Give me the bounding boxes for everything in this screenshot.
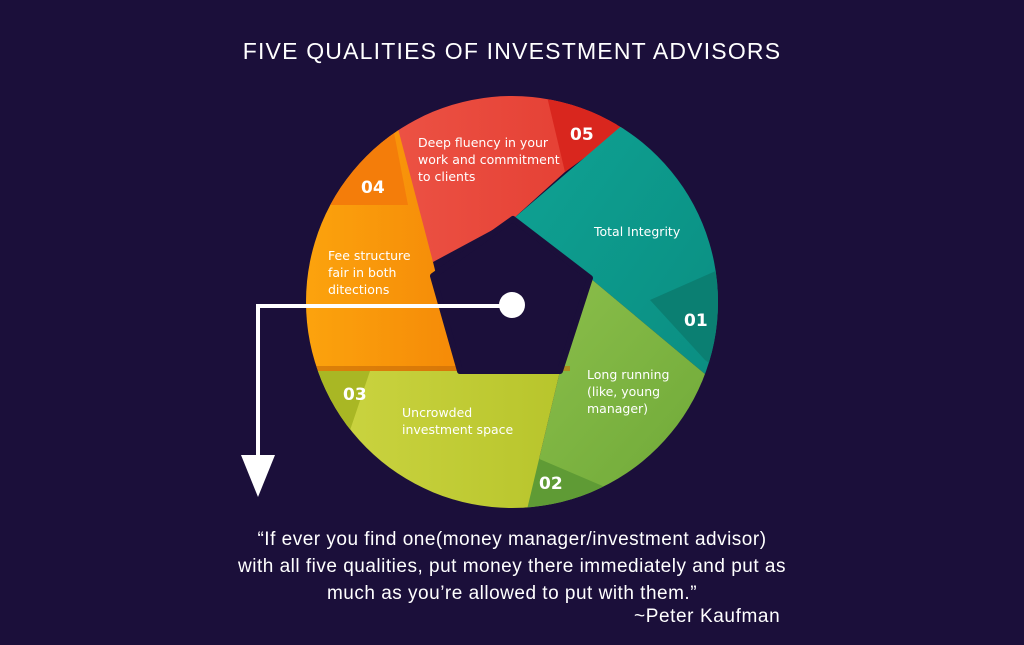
connector-line: [256, 304, 512, 462]
segment-05-label: Deep fluency in your work and commitment…: [418, 135, 564, 184]
quote-line: “If ever you find one(money manager/inve…: [257, 529, 767, 550]
quote-line: with all five qualities, put money there…: [238, 556, 786, 577]
quote-line: much as you’re allowed to put with them.…: [326, 583, 698, 604]
quote-text: “If ever you find one(money manager/inve…: [0, 526, 1024, 607]
segment-05-number: 05: [570, 125, 594, 145]
segment-04-label: Fee structure fair in both ditections: [328, 248, 415, 297]
arrow-down-icon: [241, 455, 275, 497]
segment-03-label: Uncrowded investment space: [402, 405, 514, 437]
segment-05-number-band: [540, 96, 650, 172]
segment-04-number: 04: [361, 178, 385, 198]
quote-author: ~Peter Kaufman: [634, 606, 781, 627]
page-title: FIVE QUALITIES OF INVESTMENT ADVISORS: [242, 38, 782, 64]
segment-01-number: 01: [684, 311, 708, 331]
segment-02-number: 02: [539, 474, 563, 494]
segment-04-number-band: [306, 96, 408, 205]
segment-01-label: Total Integrity: [593, 224, 681, 239]
segment-01-number-band: [650, 270, 718, 400]
segment-02-label: Long running (like, young manager): [587, 367, 673, 416]
center-dot: [499, 292, 525, 318]
segment-03-number: 03: [343, 385, 367, 405]
